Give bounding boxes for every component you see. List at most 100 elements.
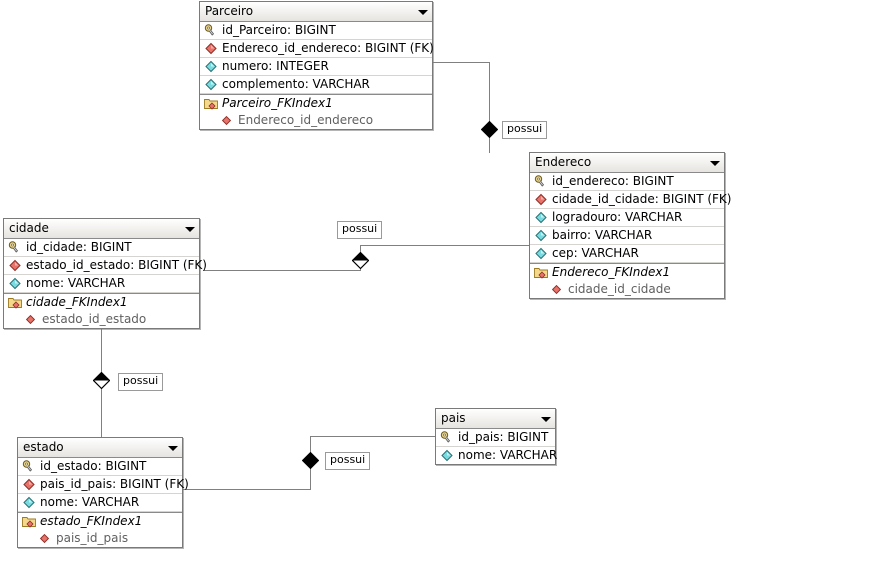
key-icon (534, 175, 548, 188)
column-row[interactable]: id_cidade: BIGINT (4, 239, 199, 257)
column-label: complemento: VARCHAR (222, 77, 370, 91)
column-row[interactable]: Endereco_id_endereco: BIGINT (FK) (200, 40, 434, 58)
cyan-diamond-icon (22, 496, 36, 509)
key-icon (204, 24, 218, 37)
column-label: id_Parceiro: BIGINT (222, 23, 336, 37)
index-row[interactable]: estado_FKIndex1 (18, 512, 182, 530)
column-row[interactable]: cidade_id_cidade: BIGINT (FK) (530, 191, 731, 209)
connector-parceiro-endereco-v1 (489, 62, 490, 153)
column-row[interactable]: logradouro: VARCHAR (530, 209, 724, 227)
caret-down-icon[interactable] (710, 161, 720, 166)
index-row[interactable]: cidade_FKIndex1 (4, 293, 199, 311)
folder-index-icon (534, 266, 548, 279)
column-row[interactable]: bairro: VARCHAR (530, 227, 724, 245)
key-icon (22, 460, 36, 473)
table-pais[interactable]: pais id_pais: BIGINT nome: VARCHAR (435, 408, 558, 465)
cyan-diamond-icon (204, 78, 218, 91)
table-pais-title-bar[interactable]: pais (436, 409, 555, 429)
table-estado-name: estado (23, 440, 64, 454)
red-diamond-icon (39, 533, 50, 544)
cyan-diamond-icon (534, 247, 548, 260)
index-column-label: Endereco_id_endereco (238, 113, 374, 127)
column-row[interactable]: nome: VARCHAR (18, 494, 182, 512)
column-label: estado_id_estado: BIGINT (FK) (26, 258, 207, 272)
table-estado[interactable]: estado id_estado: BIGINT pais_id_pais: B… (17, 437, 189, 548)
relationship-diamond-estado-pais[interactable] (302, 452, 319, 469)
table-cidade[interactable]: cidade id_cidade: BIGINT estado_id_estad… (3, 218, 207, 329)
column-label: pais_id_pais: BIGINT (FK) (40, 477, 189, 491)
index-label: Parceiro_FKIndex1 (222, 96, 333, 110)
red-diamond-icon (25, 314, 36, 325)
column-label: nome: VARCHAR (26, 276, 126, 290)
column-label: nome: VARCHAR (40, 495, 140, 509)
column-label: cidade_id_cidade: BIGINT (FK) (552, 192, 732, 206)
folder-index-icon (22, 515, 36, 528)
cyan-diamond-icon (534, 229, 548, 242)
column-label: numero: INTEGER (222, 59, 329, 73)
index-column-row[interactable]: Endereco_id_endereco (200, 112, 432, 129)
index-label: cidade_FKIndex1 (26, 295, 128, 309)
relationship-label-parceiro-endereco[interactable]: possui (502, 121, 548, 139)
column-row[interactable]: id_pais: BIGINT (436, 429, 555, 447)
red-diamond-icon (551, 284, 562, 295)
column-row[interactable]: id_endereco: BIGINT (530, 173, 724, 191)
table-estado-title-bar[interactable]: estado (18, 438, 182, 458)
relationship-diamond-cidade-estado[interactable] (93, 372, 110, 389)
column-row[interactable]: cep: VARCHAR (530, 245, 724, 263)
relationship-label-cidade-endereco[interactable]: possui (337, 221, 383, 239)
index-column-label: pais_id_pais (56, 531, 129, 545)
column-label: id_cidade: BIGINT (26, 240, 132, 254)
column-row[interactable]: id_Parceiro: BIGINT (200, 22, 432, 40)
relationship-label-cidade-estado[interactable]: possui (118, 373, 164, 391)
table-parceiro-title-bar[interactable]: Parceiro (200, 2, 432, 22)
index-column-row[interactable]: pais_id_pais (18, 530, 182, 547)
connector-estado-pais-h1 (183, 489, 311, 490)
column-row[interactable]: nome: VARCHAR (4, 275, 199, 293)
caret-down-icon[interactable] (168, 446, 178, 451)
caret-down-icon[interactable] (541, 417, 551, 422)
column-label: Endereco_id_endereco: BIGINT (FK) (222, 41, 434, 55)
connector-cidade-endereco-h1 (203, 270, 361, 271)
table-endereco-name: Endereco (535, 155, 592, 169)
column-row[interactable]: nome: VARCHAR (436, 447, 558, 464)
relationship-label-estado-pais[interactable]: possui (325, 452, 371, 470)
table-parceiro[interactable]: Parceiro id_Parceiro: BIGINT Endereco_id… (199, 1, 434, 130)
index-column-row[interactable]: estado_id_estado (4, 311, 199, 328)
red-diamond-icon (22, 478, 36, 491)
column-row[interactable]: numero: INTEGER (200, 58, 432, 76)
table-cidade-title-bar[interactable]: cidade (4, 219, 199, 239)
table-endereco[interactable]: Endereco id_endereco: BIGINT cidade_id_c… (529, 152, 731, 299)
cyan-diamond-icon (440, 449, 454, 462)
connector-estado-pais-h2 (310, 436, 435, 437)
index-row[interactable]: Parceiro_FKIndex1 (200, 94, 432, 112)
cyan-diamond-icon (534, 211, 548, 224)
column-row[interactable]: complemento: VARCHAR (200, 76, 432, 94)
index-column-label: cidade_id_cidade (568, 282, 671, 296)
index-column-row[interactable]: cidade_id_cidade (530, 281, 724, 298)
folder-index-icon (204, 97, 218, 110)
cyan-diamond-icon (204, 60, 218, 73)
column-label: nome: VARCHAR (458, 448, 558, 462)
index-column-label: estado_id_estado (42, 312, 147, 326)
table-endereco-title-bar[interactable]: Endereco (530, 153, 724, 173)
column-label: id_endereco: BIGINT (552, 174, 674, 188)
column-row[interactable]: id_estado: BIGINT (18, 458, 182, 476)
red-diamond-icon (8, 259, 22, 272)
column-label: id_pais: BIGINT (458, 430, 549, 444)
column-label: logradouro: VARCHAR (552, 210, 683, 224)
caret-down-icon[interactable] (418, 10, 428, 15)
column-label: id_estado: BIGINT (40, 459, 147, 473)
index-row[interactable]: Endereco_FKIndex1 (530, 263, 724, 281)
column-row[interactable]: pais_id_pais: BIGINT (FK) (18, 476, 189, 494)
column-row[interactable]: estado_id_estado: BIGINT (FK) (4, 257, 207, 275)
red-diamond-icon (534, 193, 548, 206)
relationship-diamond-parceiro-endereco[interactable] (481, 121, 498, 138)
column-label: bairro: VARCHAR (552, 228, 653, 242)
relationship-diamond-cidade-endereco[interactable] (352, 252, 369, 269)
key-icon (440, 431, 454, 444)
red-diamond-icon (221, 115, 232, 126)
table-parceiro-name: Parceiro (205, 4, 254, 18)
caret-down-icon[interactable] (185, 227, 195, 232)
table-cidade-name: cidade (9, 221, 49, 235)
